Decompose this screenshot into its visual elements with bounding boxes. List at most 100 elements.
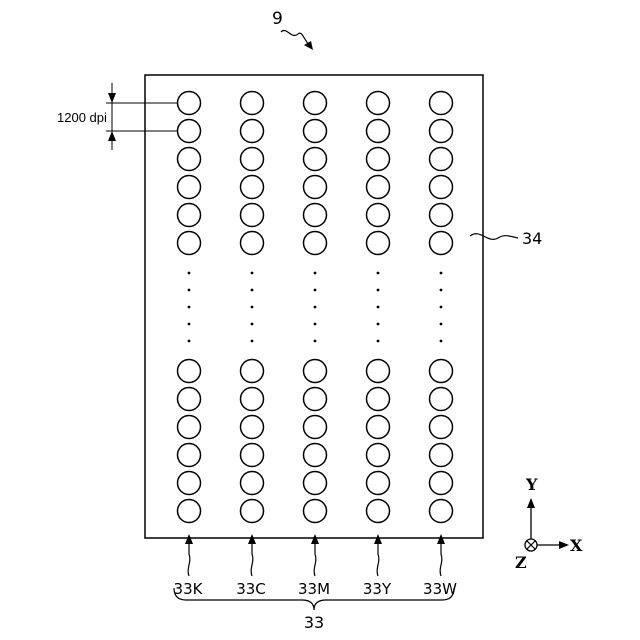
nozzle — [178, 388, 201, 411]
nozzle — [178, 416, 201, 439]
nozzle — [241, 204, 264, 227]
nozzle — [241, 360, 264, 383]
nozzle — [241, 416, 264, 439]
nozzle — [304, 388, 327, 411]
nozzle — [304, 416, 327, 439]
ellipsis-dot — [440, 272, 443, 275]
pitch-arrow-up-icon — [108, 131, 116, 141]
nozzle — [430, 416, 453, 439]
nozzle — [178, 472, 201, 495]
plate-ref-leader — [470, 234, 518, 240]
ellipsis-dot — [251, 323, 254, 326]
ellipsis-dot — [314, 306, 317, 309]
x-axis-arrow-icon — [559, 541, 569, 549]
ellipsis-dot — [377, 272, 380, 275]
nozzle — [178, 148, 201, 171]
nozzle — [178, 500, 201, 523]
nozzle — [367, 444, 390, 467]
nozzle — [304, 472, 327, 495]
nozzle — [178, 92, 201, 115]
nozzle — [304, 500, 327, 523]
row-arrow-icon — [185, 534, 193, 544]
y-axis-arrow-icon — [527, 498, 535, 508]
nozzle-column — [178, 92, 201, 577]
nozzle — [241, 500, 264, 523]
y-axis-label: Y — [525, 475, 538, 494]
nozzle — [430, 360, 453, 383]
ellipsis-dot — [188, 289, 191, 292]
nozzle-row-label: 33Y — [363, 580, 392, 598]
row-arrow-icon — [311, 534, 319, 544]
nozzle-row-label: 33M — [298, 580, 330, 598]
ellipsis-dot — [251, 306, 254, 309]
nozzle — [178, 120, 201, 143]
ellipsis-dot — [440, 340, 443, 343]
nozzle — [367, 500, 390, 523]
ellipsis-dot — [314, 289, 317, 292]
nozzle — [367, 360, 390, 383]
nozzle — [367, 416, 390, 439]
nozzle — [430, 120, 453, 143]
nozzle — [178, 232, 201, 255]
nozzle — [241, 232, 264, 255]
nozzle — [367, 176, 390, 199]
nozzle — [241, 92, 264, 115]
nozzle — [241, 388, 264, 411]
nozzle — [241, 176, 264, 199]
nozzle — [304, 120, 327, 143]
ellipsis-dot — [188, 340, 191, 343]
nozzle — [304, 148, 327, 171]
ellipsis-dot — [314, 340, 317, 343]
row-arrow-icon — [437, 534, 445, 544]
nozzle-row-labels: 33K33C33M33Y33W — [174, 580, 458, 598]
ellipsis-dot — [440, 323, 443, 326]
nozzle — [304, 444, 327, 467]
ellipsis-dot — [377, 323, 380, 326]
row-leader — [377, 542, 379, 576]
ellipsis-dot — [377, 289, 380, 292]
nozzle — [430, 204, 453, 227]
nozzle — [241, 148, 264, 171]
nozzle — [241, 120, 264, 143]
nozzle — [367, 120, 390, 143]
group-ref-label: 33 — [304, 613, 324, 632]
nozzle — [304, 92, 327, 115]
pitch-arrow-down-icon — [108, 93, 116, 103]
row-leader — [188, 542, 190, 576]
nozzle — [367, 204, 390, 227]
nozzle — [367, 388, 390, 411]
row-arrow-icon — [248, 534, 256, 544]
head-ref-label: 9 — [272, 9, 283, 29]
head-ref-arrowhead — [304, 41, 313, 50]
nozzle — [430, 148, 453, 171]
nozzle — [430, 232, 453, 255]
nozzle-array — [178, 92, 453, 577]
row-leader — [251, 542, 253, 576]
nozzle — [367, 148, 390, 171]
nozzle — [241, 444, 264, 467]
ellipsis-dot — [440, 306, 443, 309]
nozzle-row-label: 33K — [174, 580, 204, 598]
ellipsis-dot — [314, 272, 317, 275]
nozzle — [367, 92, 390, 115]
nozzle-column — [241, 92, 264, 577]
nozzle — [304, 204, 327, 227]
nozzle — [367, 232, 390, 255]
ellipsis-dot — [440, 289, 443, 292]
nozzle — [178, 444, 201, 467]
x-axis-label: X — [570, 536, 583, 555]
row-arrow-icon — [374, 534, 382, 544]
ellipsis-dot — [314, 323, 317, 326]
nozzle — [430, 472, 453, 495]
nozzle — [241, 472, 264, 495]
nozzle — [304, 232, 327, 255]
ellipsis-dot — [377, 340, 380, 343]
nozzle-column — [367, 92, 390, 577]
nozzle — [304, 176, 327, 199]
nozzle-column — [304, 92, 327, 577]
ellipsis-dot — [251, 272, 254, 275]
nozzle-column — [430, 92, 453, 577]
nozzle — [178, 360, 201, 383]
ellipsis-dot — [188, 323, 191, 326]
row-leader — [314, 542, 316, 576]
